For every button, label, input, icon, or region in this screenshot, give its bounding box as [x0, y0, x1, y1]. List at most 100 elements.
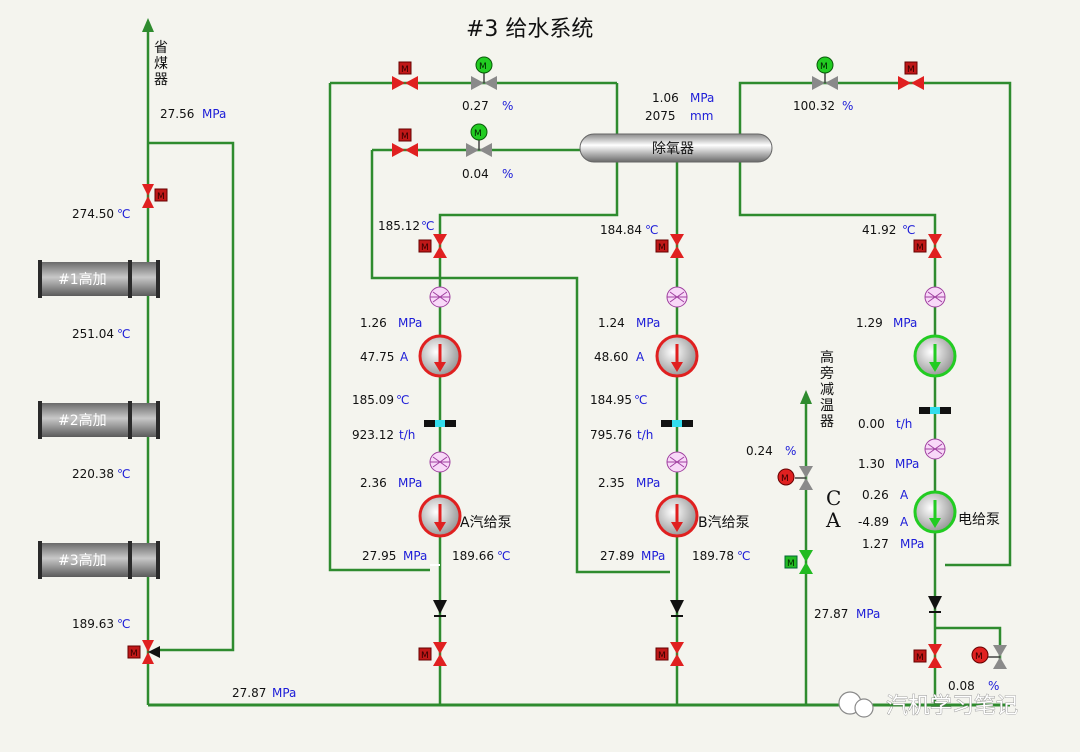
- filter-a1-icon: [429, 286, 451, 308]
- watermark-text: 汽机学习笔记: [886, 694, 1018, 719]
- b-out-temp-unit: ℃: [737, 549, 750, 563]
- b-flow: 795.76: [590, 428, 632, 442]
- valve1-pct-unit: %: [502, 99, 513, 113]
- e-inlet-temp-unit: ℃: [902, 223, 915, 237]
- valve-b-discharge[interactable]: M: [655, 642, 684, 666]
- a-out-temp-unit: ℃: [497, 549, 510, 563]
- valve-recirc-e-shutoff[interactable]: M: [898, 61, 924, 90]
- svg-text:M: M: [820, 62, 828, 72]
- bypass-label-4: 温: [820, 398, 834, 414]
- valve-e-discharge[interactable]: M: [913, 644, 942, 668]
- a-out-press: 27.95: [362, 549, 396, 563]
- pump-e-booster[interactable]: [913, 334, 957, 378]
- check-valve-e-icon: [928, 596, 942, 613]
- dea-level-unit: mm: [690, 109, 713, 123]
- t-after-hp1: 274.50: [72, 207, 114, 221]
- valve-recirc-e-control[interactable]: M: [812, 56, 838, 90]
- pump-b-label: B汽给泵: [698, 515, 750, 531]
- e-booster-press-unit: MPa: [893, 316, 917, 330]
- valve-bypass-shutoff[interactable]: M: [784, 550, 813, 574]
- valve-bypass-control[interactable]: M: [777, 466, 813, 490]
- a-current: 47.75: [360, 350, 394, 364]
- svg-text:M: M: [401, 132, 409, 142]
- a-inlet-temp: 185.12: [378, 219, 420, 233]
- a-out-press-unit: MPa: [403, 549, 427, 563]
- svg-text:M: M: [421, 651, 429, 661]
- e-flow: 0.00: [858, 417, 885, 431]
- b-press2-unit: MPa: [636, 476, 660, 490]
- pump-b-booster[interactable]: [655, 334, 699, 378]
- b-temp2-unit: ℃: [634, 393, 647, 407]
- economizer-arrow-icon: [142, 18, 154, 32]
- svg-text:M: M: [157, 192, 165, 202]
- svg-text:M: M: [907, 65, 915, 75]
- svg-text:M: M: [916, 243, 924, 253]
- e-recirc-pct-unit: %: [988, 679, 999, 693]
- valve3-pct: 100.32: [793, 99, 835, 113]
- pipes: [146, 30, 1012, 707]
- b-current: 48.60: [594, 350, 628, 364]
- a-out-temp: 189.66: [452, 549, 494, 563]
- valve-a-suction[interactable]: M: [418, 234, 447, 258]
- hp-heater-2[interactable]: #2高加: [38, 401, 160, 439]
- pump-a-main[interactable]: [418, 494, 462, 538]
- economizer-label-3: 器: [154, 72, 168, 88]
- svg-text:#1高加: #1高加: [58, 271, 107, 288]
- e-press2: 1.30: [858, 457, 885, 471]
- valve2-pct: 0.04: [462, 167, 489, 181]
- hp-heater-3[interactable]: #3高加: [38, 541, 160, 579]
- check-valve-b-icon: [670, 600, 684, 617]
- pump-a-label: A汽给泵: [460, 515, 512, 531]
- a-press2: 2.36: [360, 476, 387, 490]
- pump-b-main[interactable]: [655, 494, 699, 538]
- a-temp2-unit: ℃: [396, 393, 409, 407]
- b-flow-unit: t/h: [637, 428, 653, 442]
- svg-text:M: M: [474, 129, 482, 139]
- pump-e-main[interactable]: [913, 490, 957, 534]
- economizer-label-1: 省: [154, 40, 168, 56]
- bypass-pct-unit: %: [785, 444, 796, 458]
- valve-recirc-a-shutoff[interactable]: M: [392, 61, 418, 90]
- b-inlet-temp: 184.84: [600, 223, 642, 237]
- e-booster-press: 1.29: [856, 316, 883, 330]
- svg-text:M: M: [658, 243, 666, 253]
- page-title: #3 给水系统: [466, 17, 593, 42]
- valve1-pct: 0.27: [462, 99, 489, 113]
- hp-heater-1[interactable]: #1高加: [38, 260, 160, 298]
- svg-text:#3高加: #3高加: [58, 552, 107, 569]
- eco-press: 27.56: [160, 107, 194, 121]
- t-before-hp3-unit: ℃: [117, 617, 130, 631]
- deaerator-tank[interactable]: 除氧器: [579, 133, 773, 163]
- valve-e-suction[interactable]: M: [913, 234, 942, 258]
- svg-text:M: M: [401, 65, 409, 75]
- svg-text:M: M: [421, 243, 429, 253]
- valve-e-recirc[interactable]: M: [971, 645, 1007, 669]
- valve-hp-inlet-3way[interactable]: M: [127, 640, 160, 664]
- valve-hp-out[interactable]: M: [142, 184, 168, 208]
- t-hp1-hp2: 251.04: [72, 327, 114, 341]
- e-recirc-pct: 0.08: [948, 679, 975, 693]
- bypass-label-2: 旁: [820, 365, 834, 382]
- watermark: 汽机学习笔记: [838, 691, 1018, 719]
- dea-press-unit: MPa: [690, 91, 714, 105]
- ca-label-a: A: [825, 508, 841, 532]
- t-after-hp1-unit: ℃: [117, 207, 130, 221]
- a-temp2: 185.09: [352, 393, 394, 407]
- valve-recirc-b-control[interactable]: M: [466, 123, 492, 157]
- e-press2-unit: MPa: [895, 457, 919, 471]
- e-current2: -4.89: [858, 515, 889, 529]
- valve-b-suction[interactable]: M: [655, 234, 684, 258]
- bypass-label-1: 高: [820, 349, 834, 366]
- valve-recirc-b-shutoff[interactable]: M: [392, 128, 418, 157]
- t-before-hp3: 189.63: [72, 617, 114, 631]
- pump-a-booster[interactable]: [418, 334, 462, 378]
- b-out-temp: 189.78: [692, 549, 734, 563]
- b-press2: 2.35: [598, 476, 625, 490]
- valve-a-discharge[interactable]: M: [418, 642, 447, 666]
- b-current-unit: A: [636, 350, 645, 364]
- a-flow-unit: t/h: [399, 428, 415, 442]
- valve-recirc-a-control[interactable]: M: [471, 56, 497, 90]
- header-press: 27.87: [232, 686, 266, 700]
- a-current-unit: A: [400, 350, 409, 364]
